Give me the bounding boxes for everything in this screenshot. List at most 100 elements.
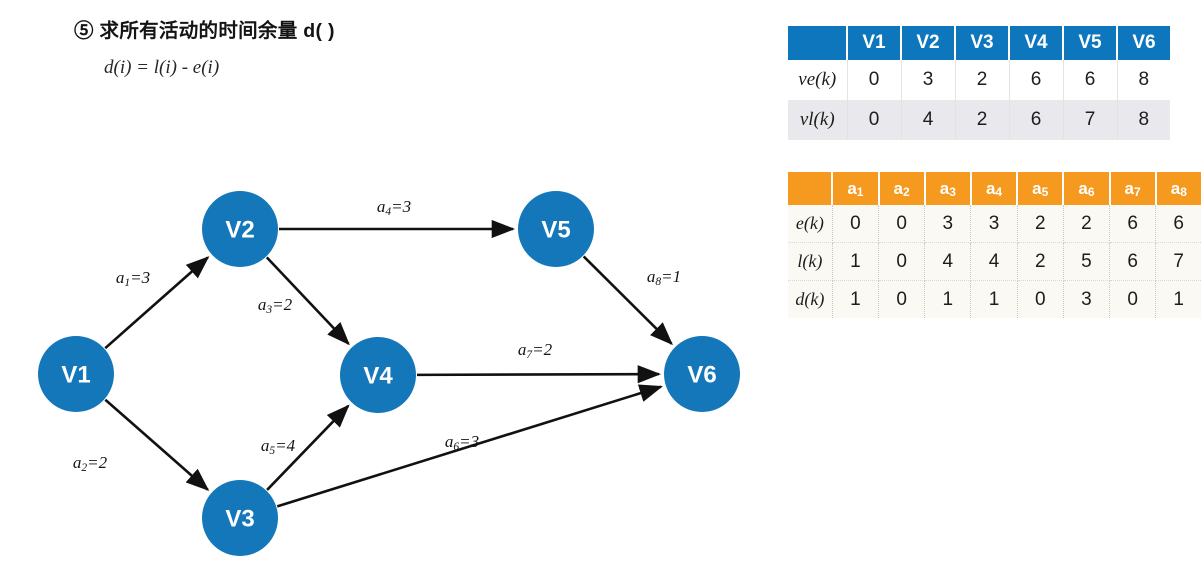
vertex-cell: 8 (1117, 100, 1170, 140)
graph-node-v3[interactable]: V3 (202, 480, 278, 556)
activity-cell: 1 (832, 242, 880, 281)
edge-a3 (265, 256, 350, 346)
vertex-cell: 6 (1063, 60, 1118, 100)
activity-cell: 1 (1155, 280, 1201, 318)
node-label-v6: V6 (687, 362, 716, 389)
edge-label-a2: a2=2 (73, 453, 108, 474)
activity-cell: 5 (1063, 242, 1111, 281)
activity-cell: 4 (970, 242, 1018, 281)
vertex-col-header-v4: V4 (1009, 26, 1064, 60)
graph-node-v4[interactable]: V4 (340, 337, 416, 413)
page-title: ⑤ 求所有活动的时间余量 d( ) (74, 20, 335, 42)
activity-col-header-a7: a7 (1109, 172, 1157, 205)
node-label-v4: V4 (363, 363, 393, 390)
vertex-col-header-v3: V3 (955, 26, 1010, 60)
node-label-v2: V2 (225, 217, 254, 244)
edge-a7 (416, 365, 662, 384)
edge-label-a1: a1=3 (116, 268, 150, 289)
vertex-cell: 7 (1063, 100, 1118, 140)
activity-cell: 2 (1017, 242, 1064, 281)
activity-cell: 0 (878, 242, 926, 281)
edge-a1 (104, 256, 210, 350)
activity-row-header: e(k) (788, 205, 833, 243)
activity-cell: 2 (1063, 205, 1111, 243)
edge-label-a5: a5=4 (261, 436, 296, 457)
vertex-cell: 0 (847, 60, 902, 100)
vertex-cell: 0 (847, 100, 902, 140)
node-label-v5: V5 (541, 217, 570, 244)
vertex-col-header-v5: V5 (1063, 26, 1118, 60)
activity-cell: 0 (878, 205, 926, 243)
edge-label-a8: a8=1 (647, 267, 681, 288)
vertex-col-header-v6: V6 (1117, 26, 1170, 60)
edge-label-a4: a4=3 (377, 197, 411, 218)
graph-node-v5[interactable]: V5 (518, 191, 594, 267)
formula-text: d(i) = l(i) - e(i) (104, 57, 220, 78)
activity-col-header-a6: a6 (1063, 172, 1111, 205)
vertex-cell: 2 (955, 60, 1010, 100)
graph-node-v6[interactable]: V6 (664, 336, 740, 412)
vertex-cell: 6 (1009, 100, 1064, 140)
heading-block: ⑤ 求所有活动的时间余量 d( ) d(i) = l(i) - e(i) (74, 14, 534, 79)
activity-col-header-a8: a8 (1155, 172, 1201, 205)
vertex-cell: 6 (1009, 60, 1064, 100)
activity-cell: 7 (1155, 242, 1201, 281)
node-circle-v1 (38, 336, 114, 412)
activity-cell: 0 (878, 280, 926, 318)
activity-cell: 3 (1063, 280, 1111, 318)
node-label-v1: V1 (61, 362, 90, 389)
node-label-v3: V3 (225, 506, 254, 533)
activity-row-header: l(k) (788, 242, 833, 281)
graph-node-v2[interactable]: V2 (202, 191, 278, 267)
activity-cell: 3 (970, 205, 1018, 243)
node-circle-v2 (202, 191, 278, 267)
activity-col-header-a5: a5 (1017, 172, 1065, 205)
activity-cell: 6 (1155, 205, 1201, 243)
activity-cell: 1 (970, 280, 1018, 318)
vertex-col-header-v1: V1 (847, 26, 902, 60)
vertex-cell: 2 (955, 100, 1010, 140)
activity-table-corner-cell (788, 172, 834, 205)
activity-cell: 1 (924, 280, 972, 318)
activity-cell: 0 (1017, 280, 1064, 318)
activity-cell: 0 (1109, 280, 1157, 318)
vertex-row-header: vl(k) (788, 100, 848, 140)
node-circle-v3 (202, 480, 278, 556)
vertex-row-header: ve(k) (788, 60, 848, 100)
activity-col-header-a1: a1 (832, 172, 880, 205)
vertex-cell: 8 (1117, 60, 1170, 100)
vertex-table-corner-cell (788, 26, 848, 60)
activity-cell: 2 (1017, 205, 1064, 243)
activity-col-header-a2: a2 (878, 172, 926, 205)
activity-row-header: d(k) (788, 280, 833, 318)
graph-node-v1[interactable]: V1 (38, 336, 114, 412)
activity-cell: 0 (832, 205, 880, 243)
vertex-col-header-v2: V2 (901, 26, 956, 60)
edges-group (104, 219, 673, 508)
vertex-cell: 4 (901, 100, 956, 140)
edge-label-a7: a7=2 (518, 340, 553, 361)
edge-a2 (104, 398, 210, 492)
node-circle-v5 (518, 191, 594, 267)
activity-cell: 3 (924, 205, 972, 243)
activity-col-header-a3: a3 (924, 172, 972, 205)
activity-cell: 4 (924, 242, 972, 281)
activity-col-header-a4: a4 (970, 172, 1019, 205)
edge-a5 (266, 404, 350, 491)
